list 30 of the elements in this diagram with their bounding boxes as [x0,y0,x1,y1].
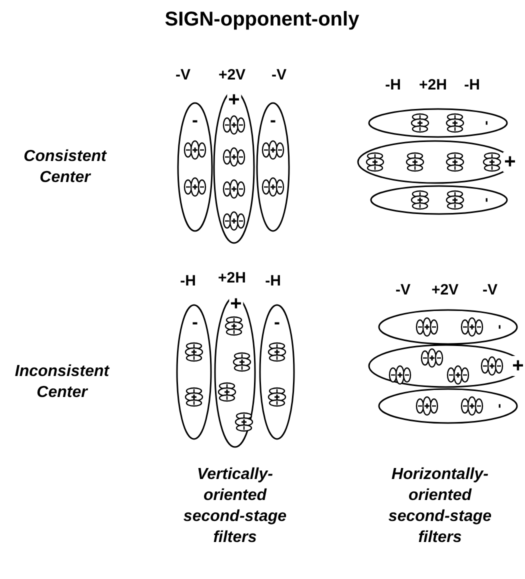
column-heading: +2H [419,76,447,94]
column-heading: -V [396,282,410,298]
receptive-field-ellipse [213,90,255,244]
column-heading: -H [180,272,196,290]
column-heading: +2V [218,66,246,84]
title: SIGN-opponent-only [164,8,360,32]
receptive-field-ellipse [368,344,524,388]
receptive-field-ellipse [256,102,290,232]
column-heading: -H [385,76,401,94]
receptive-field-ellipse [176,304,212,440]
polarity-sign: + [503,152,517,172]
row-label: Consistent Center [22,147,108,188]
receptive-field-ellipse [214,296,256,448]
column-heading: +2H [218,270,246,286]
column-heading: +2V [431,282,459,298]
column-heading: -H [464,76,480,94]
receptive-field-ellipse [370,185,508,215]
caption: Vertically-oriented second-stage filters [182,465,288,548]
receptive-field-ellipse [368,108,508,138]
receptive-field-ellipse [378,388,518,424]
receptive-field-ellipse [177,102,213,232]
receptive-field-ellipse [259,304,295,440]
row-label: Inconsistent Center [14,362,111,403]
column-heading: -V [176,66,190,84]
column-heading: -H [265,272,281,290]
column-heading: -V [272,66,286,84]
column-heading: -V [482,282,498,298]
caption: Horizontally-oriented second-stage filters [387,465,493,548]
receptive-field-ellipse [378,309,518,345]
polarity-sign: + [511,356,525,376]
